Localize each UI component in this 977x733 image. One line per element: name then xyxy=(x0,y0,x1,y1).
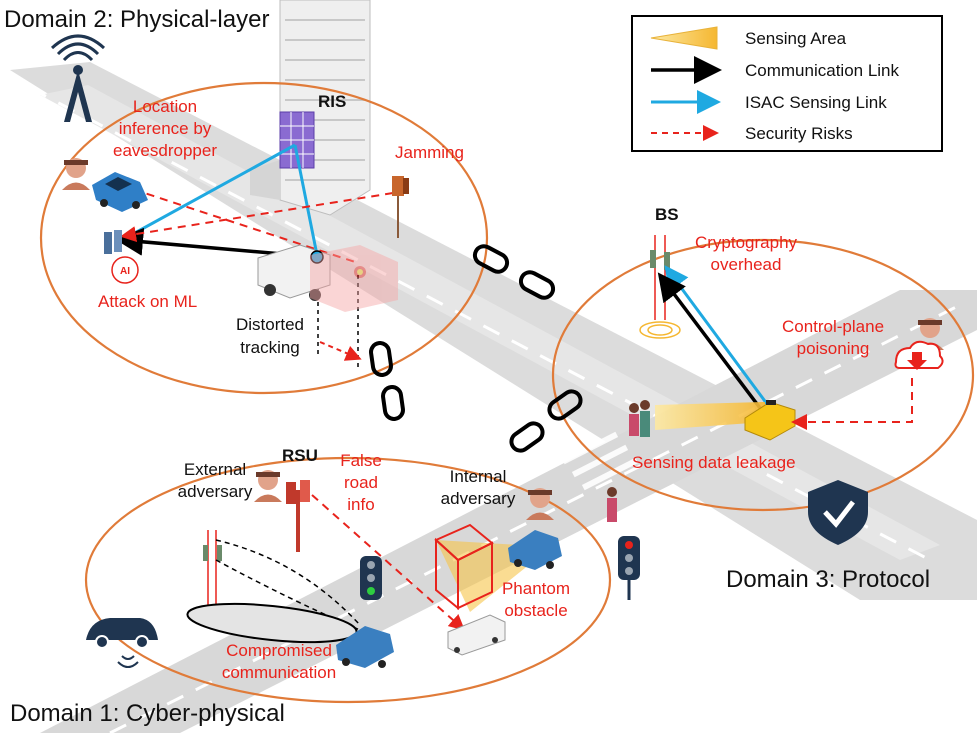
domain-protocol-title: Domain 3: Protocol xyxy=(726,566,931,593)
legend-item-security-risks: Security Risks xyxy=(633,118,941,148)
ghost-truck-icon xyxy=(310,245,398,312)
bs-label: BS xyxy=(655,205,679,224)
pedestrian-icon xyxy=(607,487,617,522)
bs-antenna-icon xyxy=(104,230,122,254)
cryptography-overhead-label: Cryptography overhead xyxy=(694,233,798,275)
isac-sensing-link-swatch xyxy=(651,90,721,114)
legend-label: Communication Link xyxy=(745,61,900,80)
traffic-light-red-icon xyxy=(618,536,640,600)
security-risks-swatch xyxy=(651,125,719,141)
ris-label: RIS xyxy=(318,92,347,111)
domain-cyber-title: Domain 1: Cyber-physical xyxy=(10,700,285,727)
jamming-label: Jamming xyxy=(395,143,464,162)
communication-link-swatch xyxy=(651,56,722,84)
sensing-area-swatch xyxy=(650,26,718,50)
eavesdropper-icon xyxy=(62,158,90,190)
sensing-data-leakage-label: Sensing data leakage xyxy=(632,453,796,472)
truck-icon xyxy=(257,244,331,301)
attack-on-ml-label: Attack on ML xyxy=(98,292,198,311)
broken-link-icon-2 xyxy=(369,341,405,421)
compromised-communication-label: Compromised communication xyxy=(221,641,337,683)
distorted-tracking-label: Distorted tracking xyxy=(235,315,305,357)
legend-label: Sensing Area xyxy=(745,29,847,48)
rsu-icon xyxy=(286,480,310,552)
risk-false-road-line xyxy=(311,494,465,631)
jammer-icon xyxy=(392,176,409,238)
false-road-info-label: False road info xyxy=(340,451,382,515)
pedestrians-icon xyxy=(629,400,650,437)
internal-adversary-icon xyxy=(526,488,554,520)
traffic-light-green-icon xyxy=(360,556,382,600)
legend-item-sensing-area: Sensing Area xyxy=(633,23,941,53)
building xyxy=(250,0,371,216)
location-inference-label: Location inference by eavesdropper xyxy=(113,97,217,161)
phantom-obstacle-label: Phantom obstacle xyxy=(501,579,571,621)
broken-link-icon-1 xyxy=(472,244,556,300)
legend-item-isac-sensing-link: ISAC Sensing Link xyxy=(633,87,941,117)
cloud-poison-icon xyxy=(894,340,944,370)
risk-jamming-line xyxy=(120,192,394,243)
legend: Sensing Area Communication Link ISAC Sen… xyxy=(631,15,943,152)
cyber-domain-ellipse xyxy=(84,456,612,704)
risk-control-plane-line xyxy=(791,378,913,430)
ai-chip-icon: AI xyxy=(111,256,139,284)
broken-link-icon-3 xyxy=(509,389,583,453)
internal-adversary-label: Internal adversary xyxy=(440,467,516,509)
legend-label: ISAC Sensing Link xyxy=(745,93,887,112)
shield-check-icon xyxy=(808,480,868,545)
legend-item-communication-link: Communication Link xyxy=(633,55,941,85)
blue-car-icon-internal xyxy=(508,530,562,570)
rsu-label: RSU xyxy=(282,446,318,465)
legend-label: Security Risks xyxy=(745,124,853,143)
domain-physical-title: Domain 2: Physical-layer xyxy=(4,6,270,33)
control-plane-poisoning-label: Control-plane poisoning xyxy=(781,317,885,359)
external-adversary-label: External adversary xyxy=(177,460,253,502)
comm-link-taxi-bs xyxy=(657,272,762,410)
external-adversary-icon xyxy=(254,470,282,502)
connected-car-icon xyxy=(86,618,158,668)
rsu-tower-icon xyxy=(203,530,222,610)
bus-icon xyxy=(447,614,506,656)
bs-tower-icon xyxy=(639,235,681,339)
protocol-domain-ellipse xyxy=(551,238,975,512)
sensing-area-taxi xyxy=(655,402,765,430)
blue-car-icon xyxy=(92,172,148,212)
isac-link-ris-truck xyxy=(293,144,319,256)
physical-domain-ellipse xyxy=(39,81,489,395)
isac-link-ris-bs xyxy=(121,143,296,242)
svg-text:AI: AI xyxy=(120,266,130,277)
blue-car-icon-cyber xyxy=(336,626,394,668)
cell-tower-icon xyxy=(50,34,106,122)
